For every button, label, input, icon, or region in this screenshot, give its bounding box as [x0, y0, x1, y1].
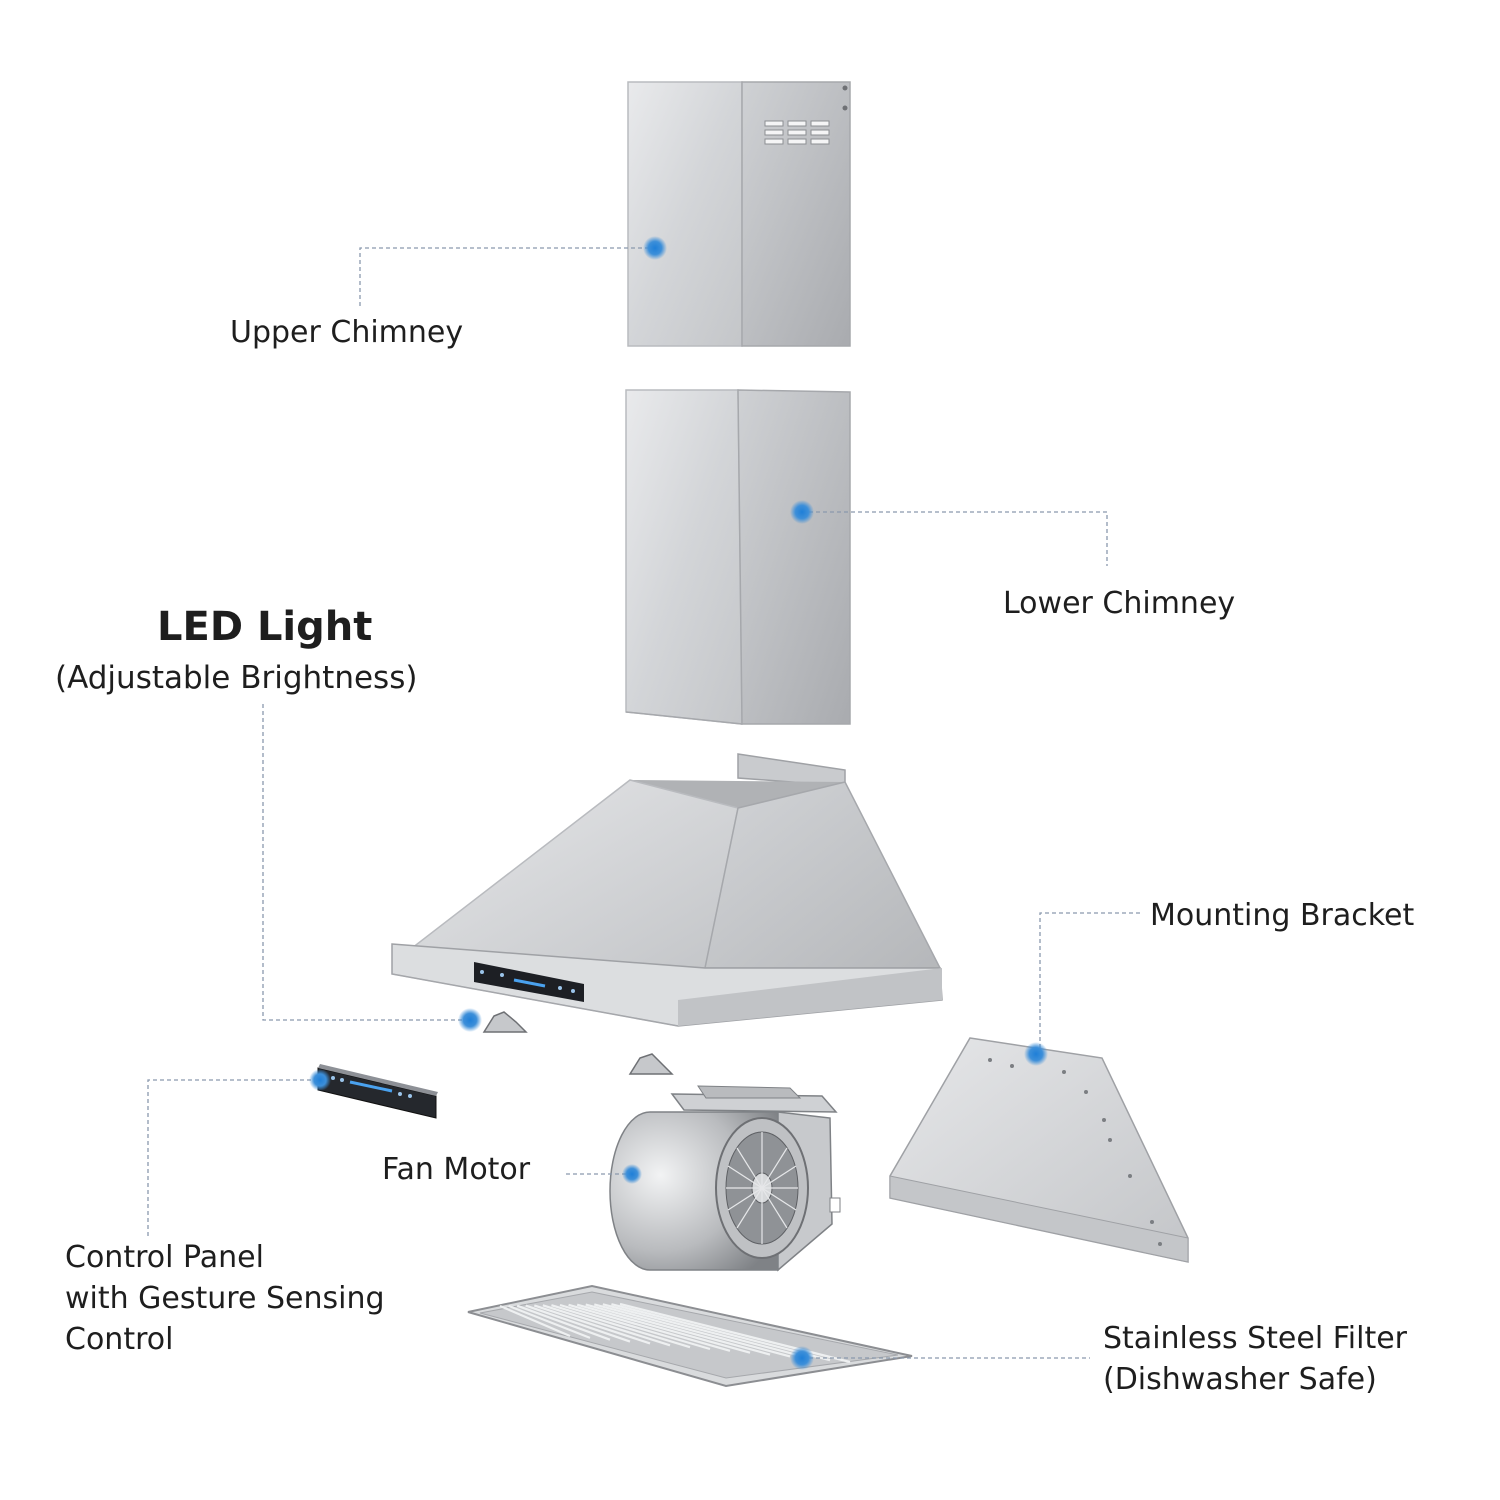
hood-body-part — [391, 753, 943, 1027]
vent-slots-icon — [764, 120, 830, 145]
filter-slat — [602, 1303, 811, 1360]
filter-slat — [533, 1304, 651, 1345]
fan-clip-icon — [628, 1053, 674, 1075]
mounting-bracket-part — [889, 1037, 1189, 1263]
lower-chimney-label: Lower Chimney — [1003, 586, 1236, 621]
mounting-bracket-label: Mounting Bracket — [1150, 898, 1415, 933]
filter-slat — [542, 1304, 671, 1347]
filter-label-line1: Stainless Steel Filter — [1103, 1321, 1408, 1356]
upper-chimney-part — [627, 81, 851, 347]
filter-slat — [576, 1303, 751, 1354]
filter-slat — [516, 1304, 611, 1341]
stainless-steel-filter-part — [467, 1284, 913, 1388]
filter-marker-icon — [790, 1346, 814, 1370]
led-light-leader — [262, 704, 470, 1021]
leader-lines — [147, 247, 1140, 1359]
fan-motor-part — [609, 1085, 841, 1272]
control-panel-leader — [147, 1079, 320, 1236]
led-light-title: LED Light — [157, 604, 373, 650]
lower-chimney-part — [625, 389, 851, 725]
filter-slat — [568, 1303, 731, 1352]
fan-motor-label: Fan Motor — [382, 1152, 531, 1187]
filter-label-line2: (Dishwasher Safe) — [1103, 1362, 1377, 1397]
filter-slat — [499, 1304, 571, 1338]
upper-chimney-label: Upper Chimney — [230, 315, 464, 350]
upper-chimney-marker-icon — [643, 236, 667, 260]
lower-chimney-leader — [802, 511, 1108, 566]
led-light-subtitle: (Adjustable Brightness) — [55, 660, 418, 696]
lower-chimney-marker-icon — [790, 500, 814, 524]
control-panel-marker-icon — [309, 1069, 331, 1091]
filter-slat — [508, 1304, 591, 1339]
fan-motor-marker-icon — [622, 1164, 642, 1184]
filter-slat — [585, 1303, 771, 1356]
control-panel-part — [317, 1064, 438, 1119]
filter-slat — [551, 1304, 691, 1349]
upper-chimney-leader — [359, 247, 655, 306]
filter-slat — [559, 1303, 711, 1351]
led-light-marker-icon — [458, 1008, 482, 1032]
mounting-bracket-marker-icon — [1024, 1042, 1048, 1066]
markers — [309, 236, 1048, 1370]
filter-slat — [594, 1303, 791, 1358]
mounting-bracket-leader — [1039, 912, 1140, 1054]
filter-slat — [525, 1304, 631, 1343]
control-panel-label-line1: Control Panel — [65, 1240, 264, 1275]
led-clip-icon — [482, 1011, 528, 1033]
control-panel-label-line2: with Gesture Sensing — [65, 1281, 385, 1316]
control-panel-label-line3: Control — [65, 1322, 174, 1357]
